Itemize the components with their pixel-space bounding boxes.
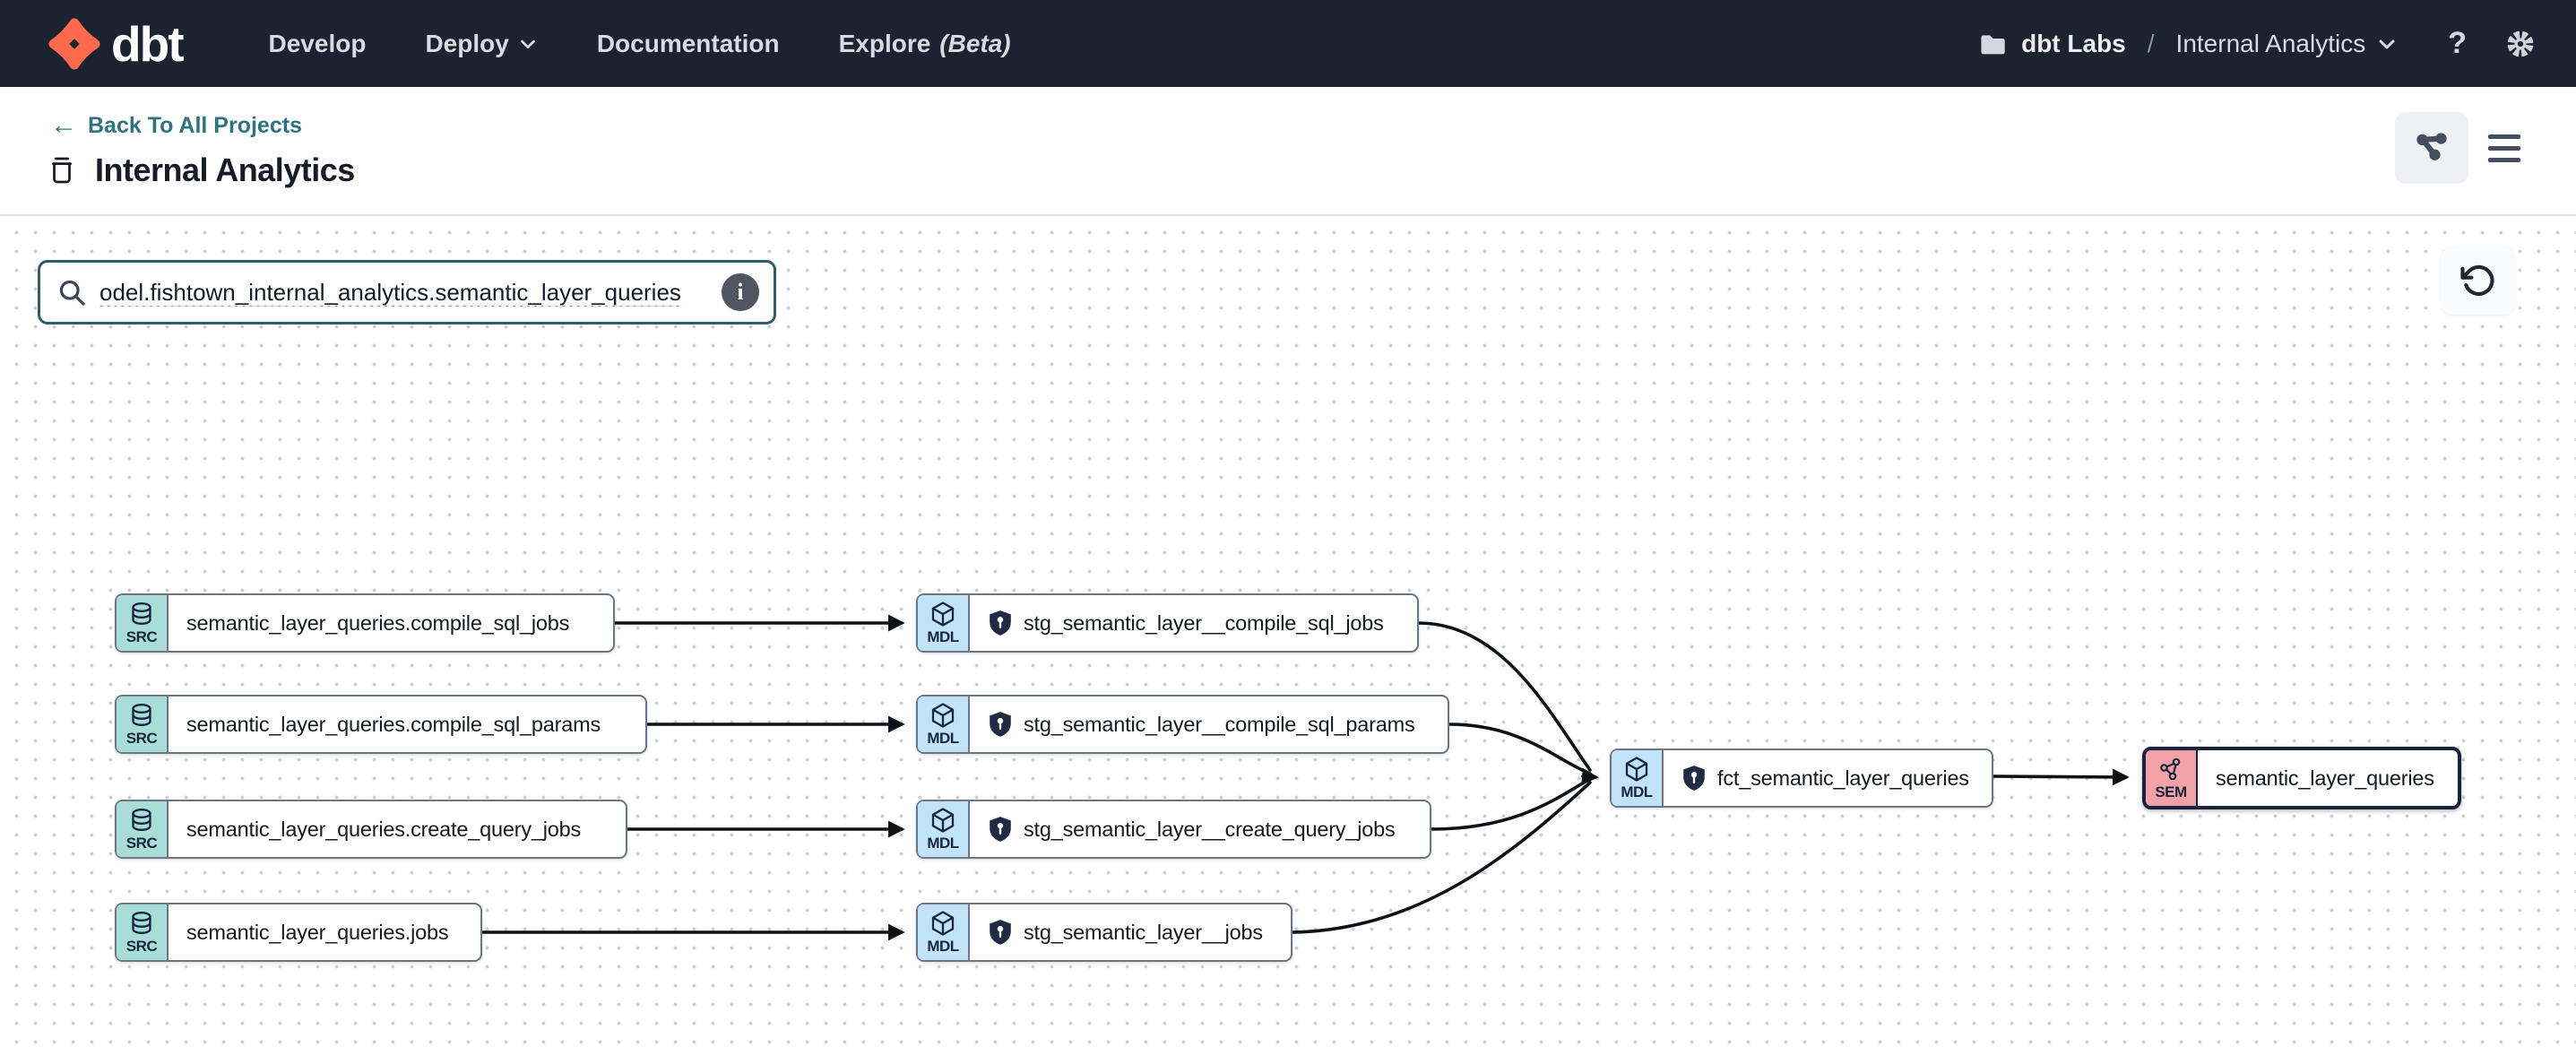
node-type-label: MDL (927, 834, 959, 852)
node-type-badge-src: SRC (117, 904, 169, 960)
shield-icon (988, 610, 1013, 636)
shield-icon (988, 919, 1013, 946)
shield-icon (988, 711, 1013, 738)
title-row: Internal Analytics (47, 151, 355, 189)
lineage-icon (2413, 129, 2451, 167)
cube-icon (929, 910, 956, 937)
node-label: semantic_layer_queries.compile_sql_param… (186, 712, 601, 736)
node-type-badge-mdl: MDL (918, 801, 970, 857)
graph-node-fct_semantic_layer_queries[interactable]: MDL fct_semantic_layer_queries (1610, 748, 1993, 808)
node-type-badge-mdl: MDL (1612, 750, 1664, 806)
nav-item-documentation[interactable]: Documentation (596, 29, 780, 57)
page-header: ← Back To All Projects Internal Analytic… (0, 87, 2576, 214)
node-label: semantic_layer_queries.jobs (186, 920, 449, 944)
cube-icon (929, 807, 956, 834)
node-label: stg_semantic_layer__compile_sql_params (1024, 712, 1415, 736)
database-icon (128, 807, 155, 834)
cube-icon (1623, 756, 1650, 783)
node-label: semantic_layer_queries.create_query_jobs (186, 817, 582, 841)
header-divider (0, 214, 2576, 216)
node-type-badge-src: SRC (117, 595, 169, 651)
folder-icon (1978, 30, 2007, 58)
chevron-down-icon (2376, 33, 2398, 55)
graph-node-stg_semantic_layer__create_query_jobs[interactable]: MDL stg_semantic_layer__create_query_jobs (916, 800, 1431, 859)
node-label-area: stg_semantic_layer__compile_sql_jobs (970, 595, 1402, 651)
graph-node-semantic_layer_queries.jobs[interactable]: SRC semantic_layer_queries.jobs (115, 903, 482, 962)
search-icon (56, 277, 87, 307)
node-label: fct_semantic_layer_queries (1717, 766, 1969, 790)
database-icon (128, 702, 155, 729)
reset-view-icon (2460, 263, 2496, 299)
dbt-logo-icon (47, 16, 102, 72)
graph-node-stg_semantic_layer__jobs[interactable]: MDL stg_semantic_layer__jobs (916, 903, 1292, 962)
nav-item-deploy[interactable]: Deploy (425, 30, 537, 58)
chevron-down-icon (518, 34, 538, 54)
node-type-badge-mdl: MDL (918, 904, 970, 960)
node-type-label: MDL (927, 937, 959, 955)
gear-icon[interactable] (2504, 28, 2537, 60)
node-label-area: stg_semantic_layer__create_query_jobs (970, 801, 1413, 857)
database-icon (128, 601, 155, 627)
node-type-label: MDL (1621, 783, 1653, 800)
node-label: stg_semantic_layer__create_query_jobs (1024, 817, 1396, 841)
project-icon (47, 155, 77, 186)
graph-node-semantic_layer_queries.create_query_jobs[interactable]: SRC semantic_layer_queries.create_query_j… (115, 800, 627, 859)
breadcrumb-separator: / (2147, 29, 2155, 57)
nav-links: Develop Deploy Documentation Explore (Be… (269, 30, 1011, 58)
node-label-area: semantic_layer_queries.create_query_jobs (169, 801, 599, 857)
node-type-badge-sem: SEM (2146, 750, 2198, 806)
node-label-area: semantic_layer_queries.compile_sql_param… (169, 697, 618, 752)
shield-icon (988, 816, 1013, 843)
database-icon (128, 910, 155, 937)
dbt-brand[interactable]: dbt (47, 15, 185, 73)
menu-icon[interactable] (2488, 123, 2522, 173)
node-type-label: SRC (125, 937, 158, 955)
info-icon[interactable]: i (722, 273, 759, 311)
node-type-badge-mdl: MDL (918, 595, 970, 651)
cube-icon (929, 702, 956, 729)
node-label-area: stg_semantic_layer__jobs (970, 904, 1281, 960)
node-label-area: semantic_layer_queries (2198, 750, 2452, 806)
node-label: stg_semantic_layer__compile_sql_jobs (1024, 610, 1384, 635)
node-label-area: semantic_layer_queries.compile_sql_jobs (169, 595, 587, 651)
node-type-badge-src: SRC (117, 697, 169, 752)
node-label-area: semantic_layer_queries.jobs (169, 904, 466, 960)
graph-node-semantic_layer_queries.compile_sql_params[interactable]: SRC semantic_layer_queries.compile_sql_pa… (115, 695, 647, 754)
graph-node-semantic_layer_queries[interactable]: SEM semantic_layer_queries (2142, 747, 2461, 809)
graph-node-semantic_layer_queries.compile_sql_jobs[interactable]: SRC semantic_layer_queries.compile_sql_jo… (115, 593, 615, 653)
search-input[interactable]: odel.fishtown_internal_analytics.semanti… (99, 278, 681, 306)
nav-item-explore[interactable]: Explore (Beta) (838, 29, 1011, 57)
project-selector[interactable]: Internal Analytics (2176, 30, 2399, 58)
lineage-search-box[interactable]: odel.fishtown_internal_analytics.semanti… (38, 260, 776, 324)
node-type-label: SEM (2155, 783, 2187, 800)
node-label: semantic_layer_queries.compile_sql_jobs (186, 610, 570, 635)
nav-right-cluster: dbt Labs / Internal Analytics ? (1978, 26, 2537, 61)
reset-view-button[interactable] (2442, 247, 2515, 315)
graph-node-stg_semantic_layer__compile_sql_params[interactable]: MDL stg_semantic_layer__compile_sql_param… (916, 695, 1449, 754)
node-label: stg_semantic_layer__jobs (1024, 920, 1263, 944)
top-nav: dbt Develop Deploy Documentation Explore… (0, 0, 2576, 87)
page-title: Internal Analytics (95, 151, 355, 188)
back-to-projects-link[interactable]: ← Back To All Projects (50, 110, 302, 140)
account-name[interactable]: dbt Labs (2021, 29, 2126, 57)
cube-icon (929, 601, 956, 627)
node-label: semantic_layer_queries (2216, 766, 2434, 790)
help-icon[interactable]: ? (2448, 26, 2467, 60)
brand-text: dbt (111, 15, 185, 72)
node-label-area: stg_semantic_layer__compile_sql_params (970, 697, 1433, 752)
shield-icon (1681, 765, 1707, 792)
node-label-area: fct_semantic_layer_queries (1664, 750, 1987, 806)
node-type-label: SRC (125, 627, 158, 645)
node-type-label: MDL (927, 729, 959, 747)
node-type-badge-mdl: MDL (918, 697, 970, 752)
semantic-layer-icon (2157, 756, 2184, 783)
graph-node-stg_semantic_layer__compile_sql_jobs[interactable]: MDL stg_semantic_layer__compile_sql_jobs (916, 593, 1419, 653)
node-type-label: MDL (927, 627, 959, 645)
node-type-badge-src: SRC (117, 801, 169, 857)
nav-item-develop[interactable]: Develop (268, 29, 367, 57)
node-type-label: SRC (125, 729, 158, 747)
lineage-view-button[interactable] (2395, 112, 2468, 184)
node-type-label: SRC (125, 834, 158, 852)
arrow-left-icon: ← (50, 110, 77, 140)
